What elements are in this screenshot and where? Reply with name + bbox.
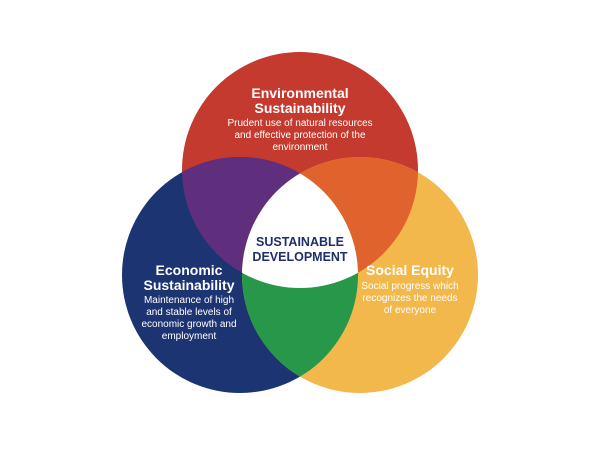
- economic-title-line1: Economic: [156, 262, 223, 278]
- social-desc-line2: recognizes the needs: [362, 293, 457, 304]
- social-desc-line3: of everyone: [384, 305, 437, 316]
- environmental-title-line2: Sustainability: [254, 100, 345, 116]
- economic-desc-line2: and stable levels of: [146, 307, 232, 318]
- economic-desc-line3: economic growth and: [141, 319, 236, 330]
- social-desc-line1: Social progress which: [361, 281, 458, 292]
- social-title: Social Equity: [366, 262, 454, 278]
- environmental-desc-line2: and effective protection of the: [234, 130, 365, 141]
- economic-desc-line1: Maintenance of high: [144, 295, 234, 306]
- environmental-title-line1: Environmental: [251, 85, 348, 101]
- economic-title-line2: Sustainability: [143, 277, 234, 293]
- environmental-desc-line1: Prudent use of natural resources: [227, 118, 372, 129]
- center-overlap: [242, 157, 358, 288]
- center-label-line1: SUSTAINABLE: [256, 235, 344, 249]
- environmental-desc-line3: environment: [272, 142, 327, 153]
- center-label-line2: DEVELOPMENT: [252, 250, 348, 264]
- economic-desc-line4: employment: [162, 331, 217, 342]
